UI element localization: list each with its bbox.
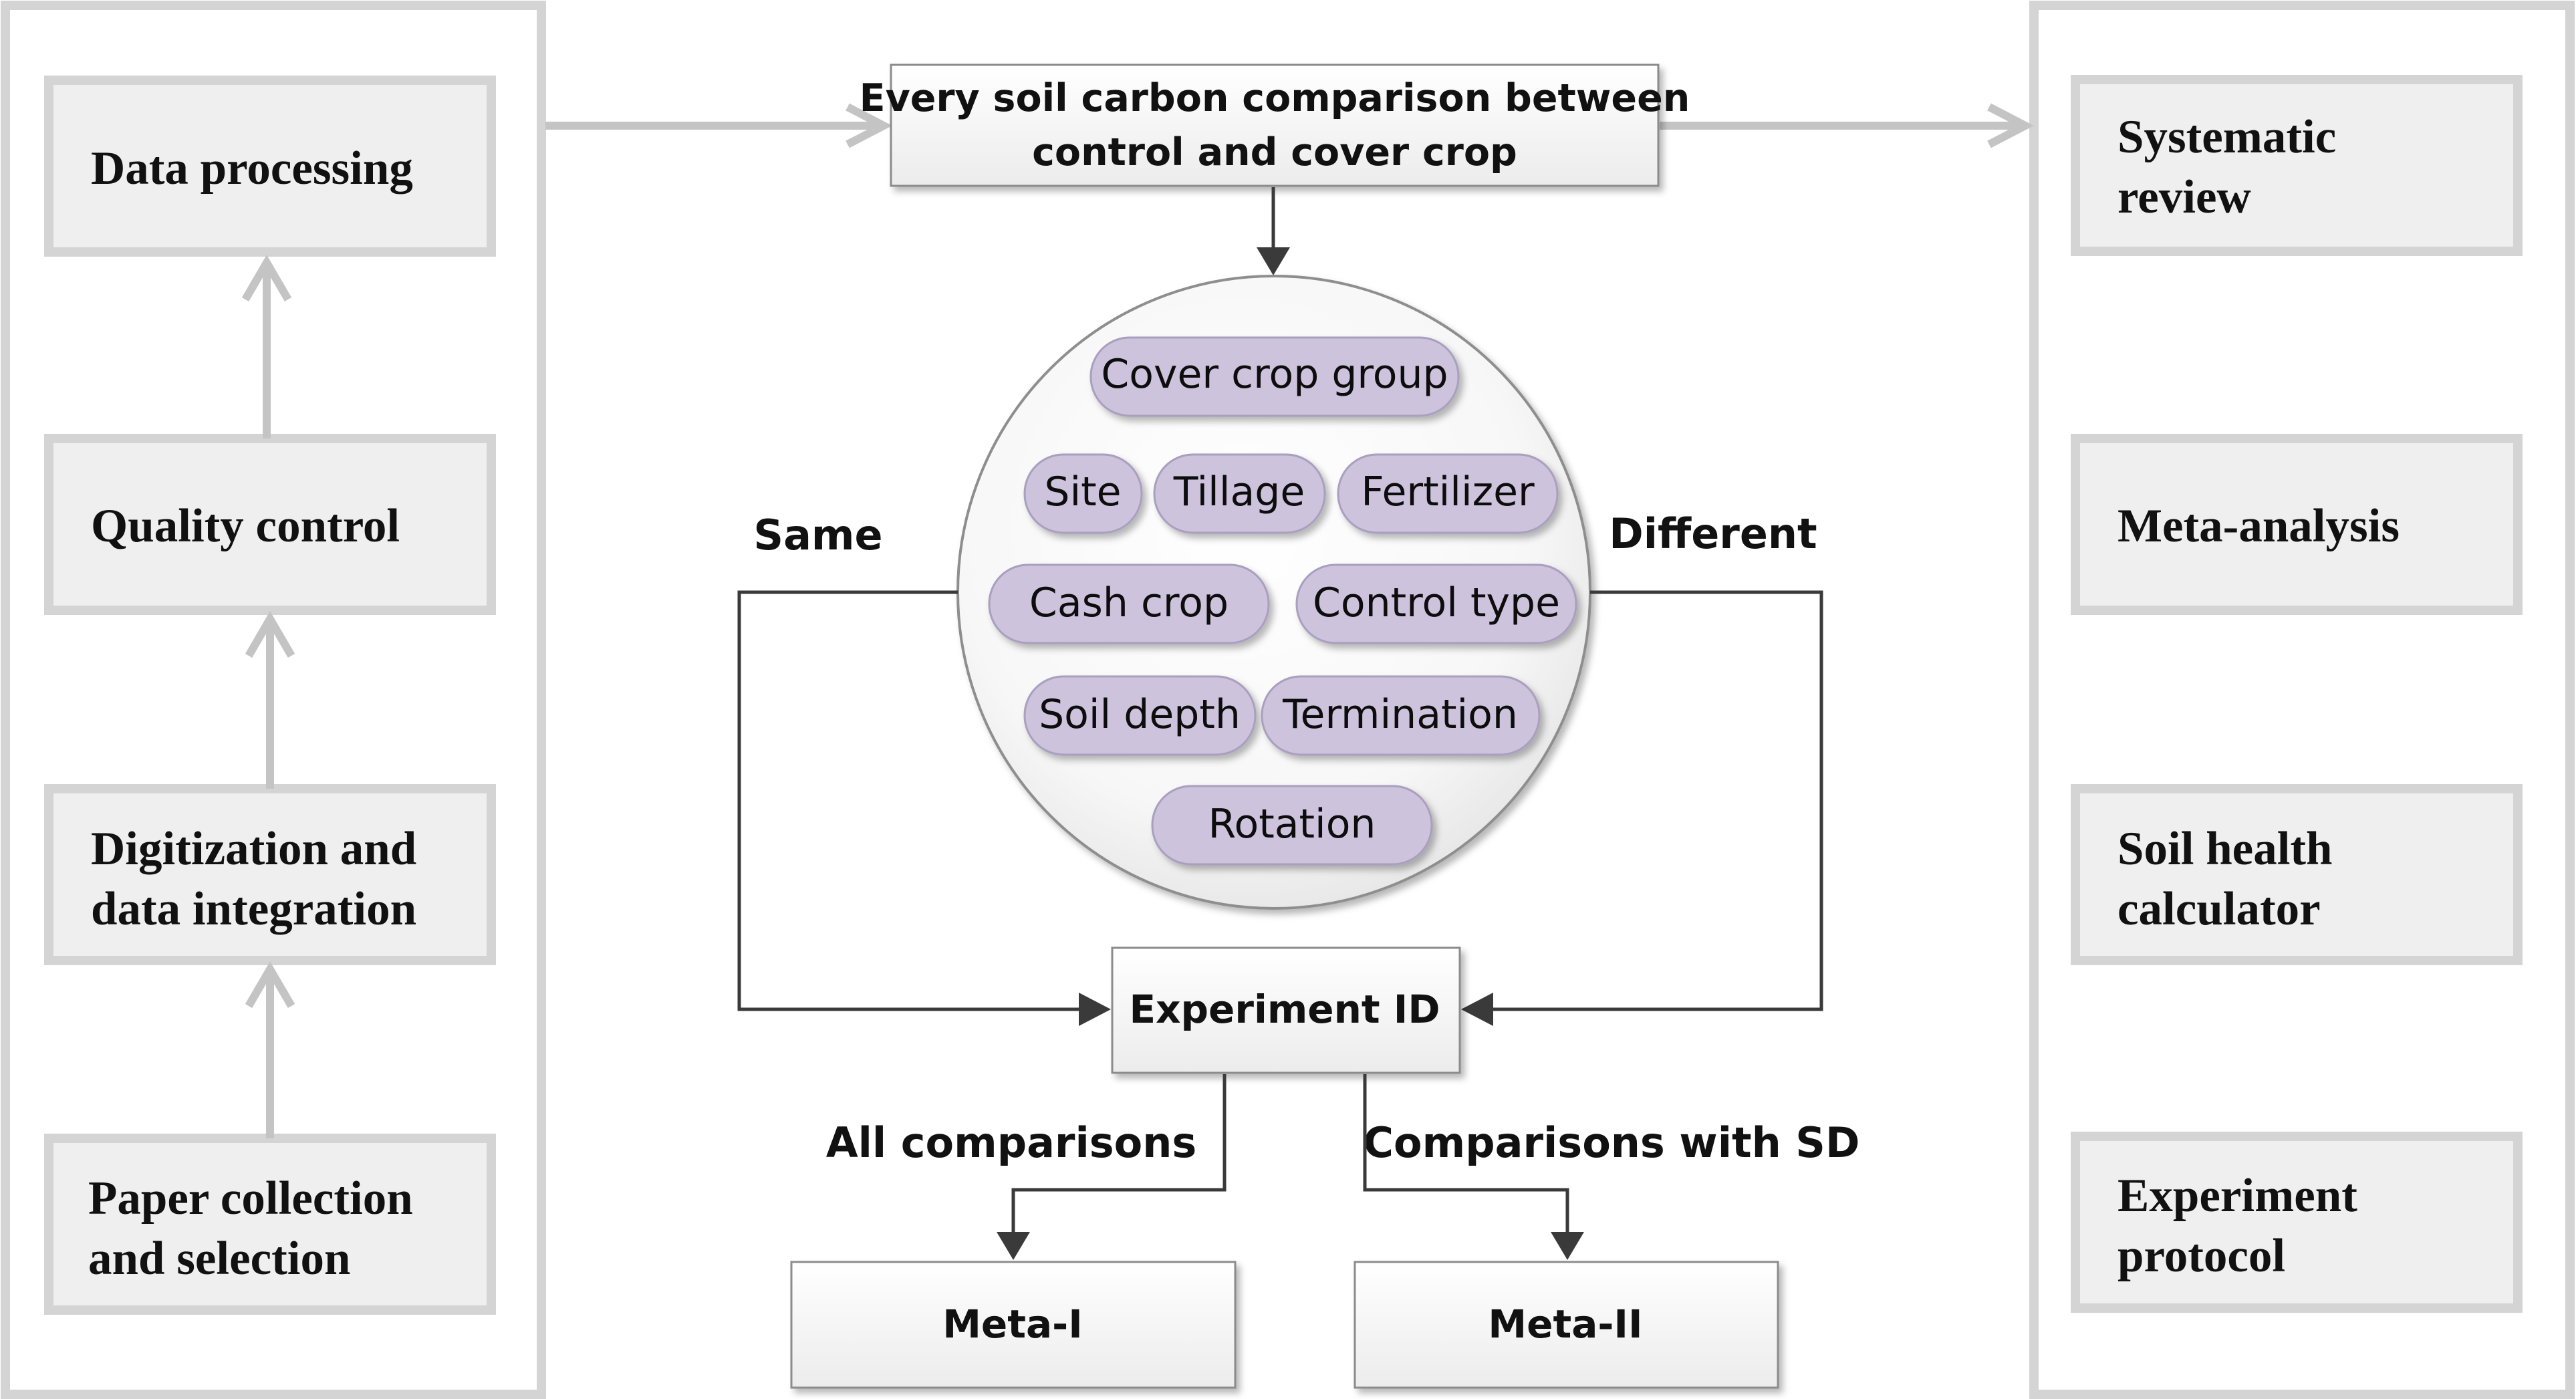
top-comparison-line2: control and cover crop xyxy=(1032,130,1517,174)
left-step-data-processing-label: Data processing xyxy=(91,142,413,195)
right-output-experiment-protocol-line1: Experiment xyxy=(2117,1170,2357,1222)
factor-pill-soil-depth-label: Soil depth xyxy=(1039,691,1241,738)
meta-ii-label: Meta-II xyxy=(1488,1301,1642,1347)
different-label: Different xyxy=(1609,509,1817,558)
meta-ii-box: Meta-II xyxy=(1354,1261,1779,1389)
right-output-meta-analysis: Meta-analysis xyxy=(2071,434,2523,615)
left-step-paper-collection: Paper collection and selection xyxy=(44,1134,496,1315)
factor-pill-rotation: Rotation xyxy=(1151,785,1433,866)
left-step-paper-collection-line2: and selection xyxy=(88,1233,350,1285)
factor-pill-control-type-label: Control type xyxy=(1313,580,1560,626)
factor-pill-soil-depth: Soil depth xyxy=(1023,675,1257,756)
branch-to-meta-i xyxy=(997,1074,1227,1260)
factor-pill-cash-crop: Cash crop xyxy=(988,563,1270,644)
arrow-to-factor-circle xyxy=(1257,187,1290,275)
right-output-systematic-review-line2: review xyxy=(2117,171,2251,223)
factor-pill-tillage-label: Tillage xyxy=(1173,469,1305,515)
right-output-soil-health-calculator: Soil health calculator xyxy=(2071,784,2523,965)
left-step-digitization-line1: Digitization and xyxy=(91,823,416,875)
same-connector xyxy=(737,590,1111,1026)
factor-pill-cover-crop-group: Cover crop group xyxy=(1089,336,1460,417)
right-output-soil-health-line1: Soil health xyxy=(2117,823,2333,875)
different-connector xyxy=(1461,590,1823,1026)
right-output-systematic-review-line1: Systematic xyxy=(2117,111,2336,163)
left-step-data-processing: Data processing xyxy=(44,76,496,257)
factor-pills: Cover crop group Site Tillage Fertilizer… xyxy=(988,336,1577,866)
factor-pill-fertilizer: Fertilizer xyxy=(1337,453,1559,534)
right-output-soil-health-line2: calculator xyxy=(2117,883,2321,935)
factor-pill-termination-label: Termination xyxy=(1282,691,1518,738)
factor-pill-fertilizer-label: Fertilizer xyxy=(1361,469,1535,515)
gray-horizontal-arrows xyxy=(545,103,2035,148)
experiment-id-label: Experiment ID xyxy=(1129,987,1440,1032)
right-output-experiment-protocol: Experiment protocol xyxy=(2071,1132,2523,1313)
factor-pill-cash-crop-label: Cash crop xyxy=(1029,580,1229,626)
left-step-quality-control-label: Quality control xyxy=(91,500,400,552)
top-comparison-line1: Every soil carbon comparison between xyxy=(860,76,1690,120)
factor-pill-control-type: Control type xyxy=(1295,563,1577,644)
right-output-systematic-review: Systematic review xyxy=(2071,75,2523,256)
factor-pill-site: Site xyxy=(1023,453,1143,534)
factor-pill-termination: Termination xyxy=(1261,675,1541,756)
left-step-digitization: Digitization and data integration xyxy=(44,784,496,965)
left-step-digitization-line2: data integration xyxy=(91,883,416,935)
factor-pill-site-label: Site xyxy=(1044,469,1121,515)
all-comparisons-label: All comparisons xyxy=(826,1118,1197,1167)
right-output-meta-analysis-label: Meta-analysis xyxy=(2117,500,2400,552)
factor-pill-rotation-label: Rotation xyxy=(1208,801,1376,848)
meta-i-box: Meta-I xyxy=(790,1261,1237,1389)
sd-comparisons-label: Comparisons with SD xyxy=(1364,1118,1860,1167)
right-output-experiment-protocol-line2: protocol xyxy=(2117,1230,2285,1282)
factor-pill-cover-crop-group-label: Cover crop group xyxy=(1101,351,1448,398)
experiment-id-box: Experiment ID xyxy=(1111,946,1461,1074)
meta-i-label: Meta-I xyxy=(942,1301,1083,1347)
factor-pill-tillage: Tillage xyxy=(1153,453,1326,534)
top-comparison-box: Every soil carbon comparison between con… xyxy=(860,63,1690,187)
left-up-arrows xyxy=(241,255,295,1138)
left-step-quality-control: Quality control xyxy=(44,434,496,615)
same-label: Same xyxy=(753,511,882,559)
branch-to-meta-ii xyxy=(1363,1074,1584,1260)
left-step-paper-collection-line1: Paper collection xyxy=(88,1172,413,1225)
